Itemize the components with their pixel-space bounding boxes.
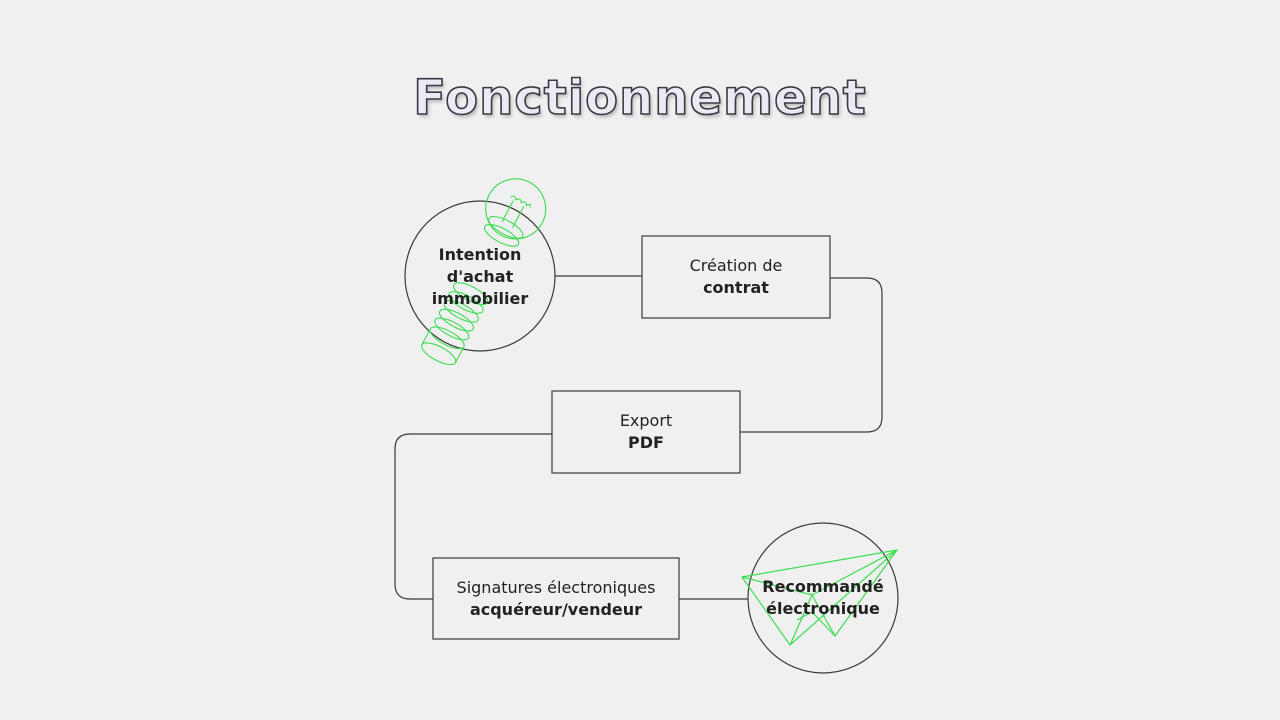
node-signatures-box <box>432 557 680 640</box>
node-creation: Création de contrat <box>642 236 830 318</box>
node-creation-box <box>641 235 831 319</box>
node-recommande-circle <box>747 522 899 674</box>
node-creation-line1: Création de <box>689 256 783 275</box>
page-title: Fonctionnement <box>412 69 867 127</box>
node-creation-line2: contrat <box>703 278 769 297</box>
node-intention: Intention d'achat immobilier <box>410 232 550 322</box>
node-signatures: Signatures électroniques acquéreur/vende… <box>433 558 679 639</box>
node-signatures-line2: acquéreur/vendeur <box>469 599 643 619</box>
node-export: Export PDF <box>552 391 740 473</box>
lightbulb-icon <box>421 178 547 366</box>
node-recommande: Recommandé électronique <box>753 565 893 631</box>
node-intention-line1: Intention <box>438 245 522 264</box>
node-intention-line2: d'achat <box>446 267 514 286</box>
node-export-box <box>551 390 741 474</box>
connector-export-signatures <box>394 433 552 600</box>
node-signatures-line1: Signatures électroniques <box>456 577 656 597</box>
node-export-line2: PDF <box>628 433 664 452</box>
node-export-line1: Export <box>619 411 673 430</box>
node-intention-circle <box>404 200 556 352</box>
node-recommande-line2: électronique <box>766 599 880 618</box>
node-recommande-line1: Recommandé <box>762 577 884 596</box>
paper-plane-icon <box>741 549 898 646</box>
connector-creation-export <box>740 277 883 433</box>
node-intention-line3: immobilier <box>431 289 529 308</box>
